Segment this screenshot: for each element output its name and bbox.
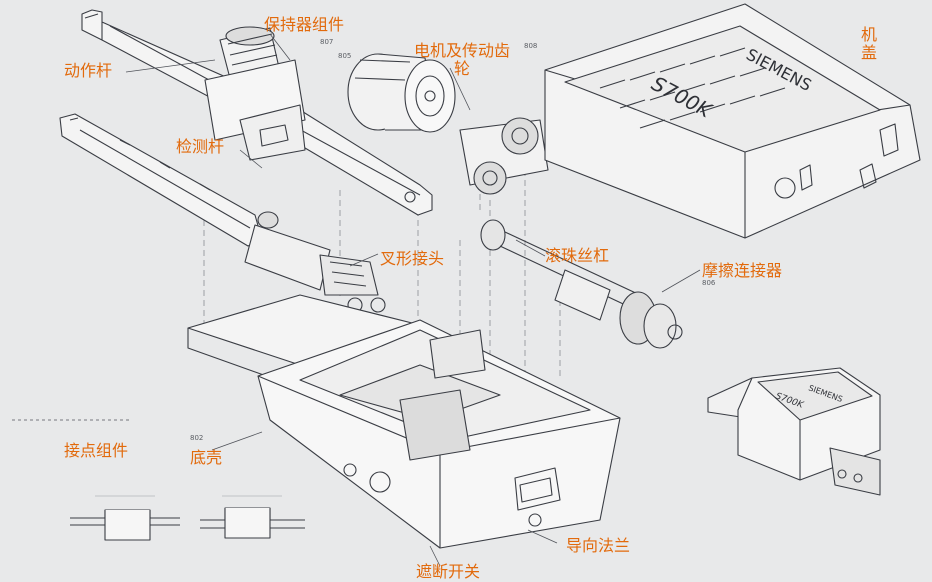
label-motor-gear: 电机及传动齿轮: [414, 41, 511, 78]
cover: [544, 3, 921, 239]
label-check-rod: 检测杆: [176, 137, 225, 156]
label-fork-joint: 叉形接头: [380, 249, 445, 268]
holder-assembly: [204, 26, 306, 161]
label-guide-flange: 导向法兰: [566, 536, 631, 555]
part-number-cover: 808: [524, 42, 537, 50]
motor: [347, 53, 456, 133]
label-holder-assembly: 保持器组件: [264, 15, 345, 34]
label-contact-assembly: 接点组件: [64, 441, 129, 460]
label-shield-switch: 遮断开关: [416, 562, 481, 581]
label-cover: 机盖: [858, 26, 877, 62]
part-number-motor: 805: [338, 52, 351, 60]
label-friction-coupler: 摩擦连接器: [702, 261, 783, 280]
part-number-friction: 806: [702, 279, 716, 287]
gear-set: [459, 117, 549, 195]
label-ball-screw: 滚珠丝杠: [545, 246, 610, 265]
ball-screw: [480, 219, 683, 349]
base-housing: [187, 294, 621, 549]
contact-assembly-sketch: [70, 495, 305, 541]
label-action-rod: 动作杆: [64, 61, 113, 80]
part-number-holder: 807: [320, 38, 333, 46]
fork-joint: [244, 211, 386, 313]
part-number-base: 802: [190, 434, 203, 442]
label-base-housing: 底壳: [190, 448, 223, 467]
assembled-inset: [707, 367, 881, 496]
leader-lines: [12, 33, 701, 567]
